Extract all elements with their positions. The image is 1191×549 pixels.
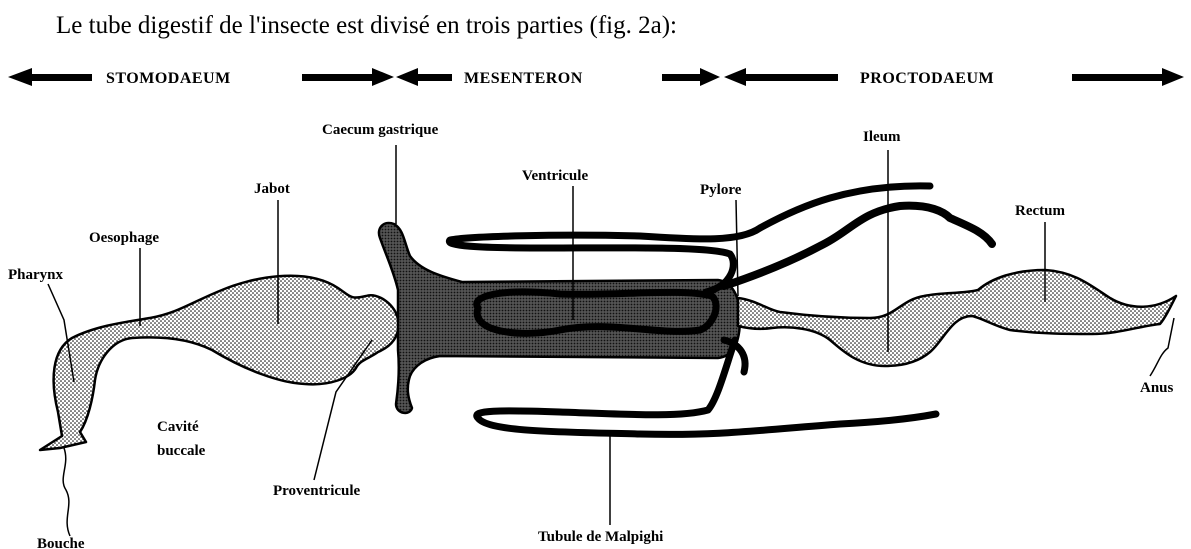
label-anus: Anus bbox=[1140, 380, 1174, 396]
stomodaeum-right-arrow bbox=[302, 68, 394, 86]
label-cavite: Cavité bbox=[157, 419, 199, 435]
label-oesophage: Oesophage bbox=[89, 230, 159, 246]
leader-anus bbox=[1150, 318, 1174, 376]
proctodaeum-left-arrow bbox=[724, 68, 838, 86]
stomodaeum-left-arrow bbox=[8, 68, 92, 86]
label-pylore: Pylore bbox=[700, 182, 742, 198]
stomodaeum-label: STOMODAEUM bbox=[106, 70, 231, 87]
mesenteron-label: MESENTERON bbox=[464, 70, 583, 87]
label-ventricule: Ventricule bbox=[522, 168, 588, 184]
label-buccale: buccale bbox=[157, 443, 206, 459]
label-pharynx: Pharynx bbox=[8, 267, 64, 283]
label-tubule-de-malpighi: Tubule de Malpighi bbox=[538, 529, 663, 545]
label-caecum-gastrique: Caecum gastrique bbox=[322, 122, 439, 138]
label-jabot: Jabot bbox=[254, 181, 290, 197]
label-bouche: Bouche bbox=[37, 536, 85, 549]
mesenteron-left-arrow bbox=[396, 68, 452, 86]
foregut-shape bbox=[40, 276, 398, 450]
label-ileum: Ileum bbox=[863, 129, 901, 145]
proctodaeum-right-arrow bbox=[1072, 68, 1184, 86]
leader-bouche bbox=[63, 448, 70, 536]
label-proventricule: Proventricule bbox=[273, 483, 361, 499]
proctodaeum-label: PROCTODAEUM bbox=[860, 70, 994, 87]
label-rectum: Rectum bbox=[1015, 203, 1065, 219]
hindgut-shape bbox=[738, 270, 1176, 366]
mesenteron-right-arrow bbox=[662, 68, 720, 86]
